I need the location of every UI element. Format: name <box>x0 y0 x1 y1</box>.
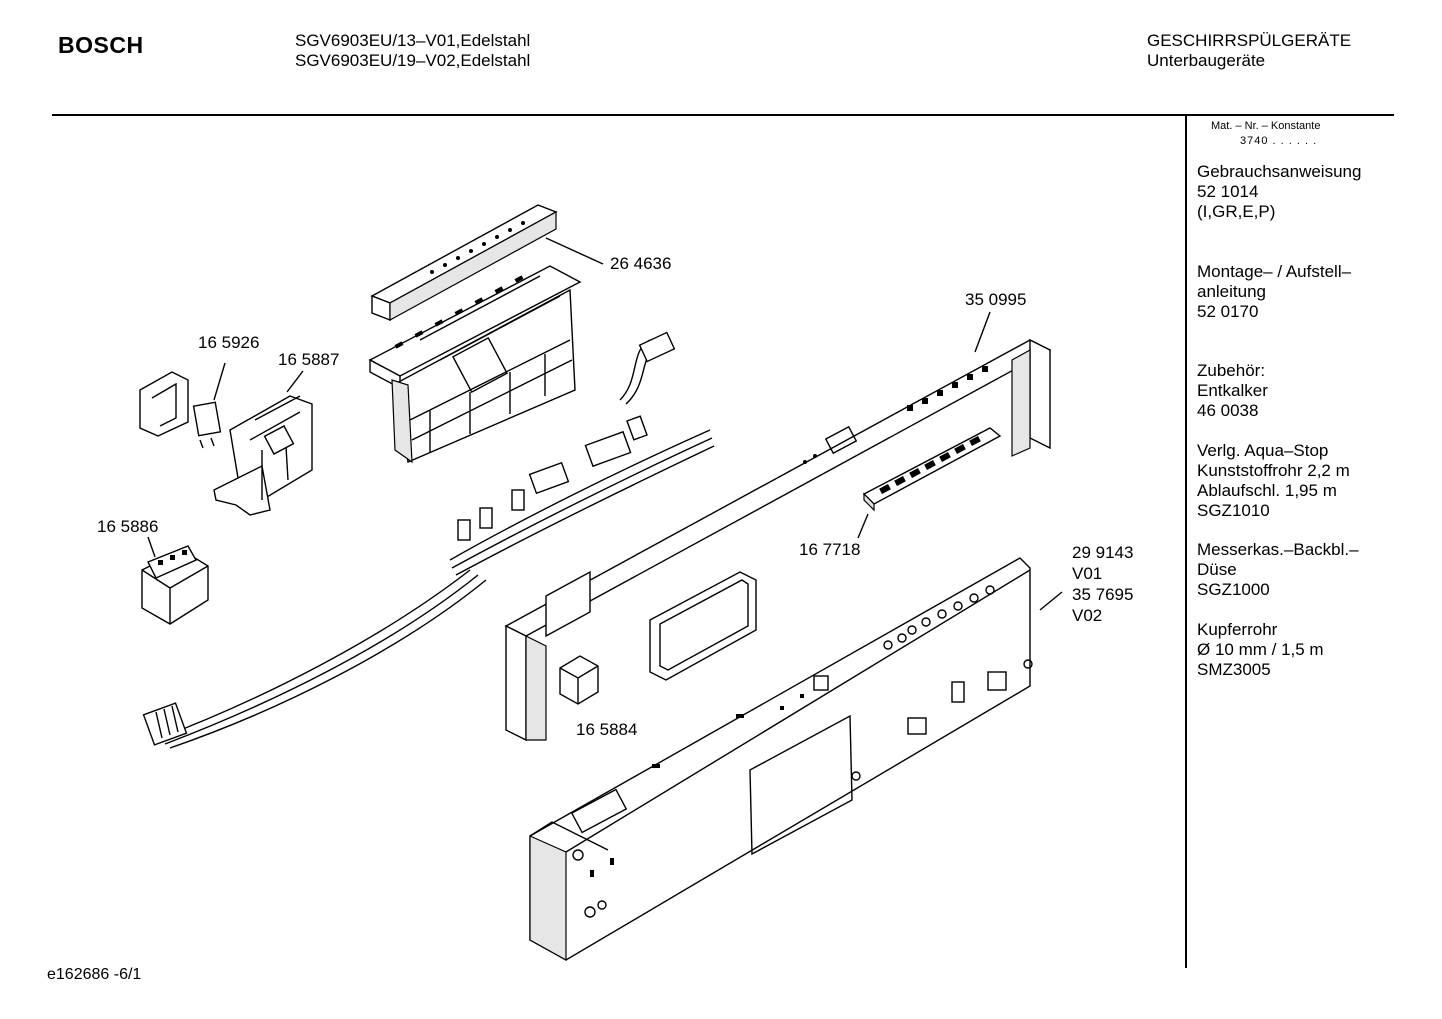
model-line-1: SGV6903EU/13–V01,Edelstahl <box>295 31 531 50</box>
part-number-264636: 26 4636 <box>610 254 672 273</box>
sidebar-line: 46 0038 <box>1197 401 1259 420</box>
relay-cover-part <box>139 371 189 437</box>
part-number-165884: 16 5884 <box>576 720 638 739</box>
handle-recess-part <box>649 571 757 681</box>
konstante-label: Mat. – Nr. – Konstante <box>1211 120 1321 132</box>
electronic-module-part <box>368 265 582 464</box>
leader-165887 <box>286 370 304 393</box>
connector-block-part <box>141 545 209 625</box>
control-panel-housing-part <box>529 557 1033 962</box>
konstante-value: 3740 . . . . . . <box>1240 135 1318 147</box>
sidebar-line: Düse <box>1197 560 1237 579</box>
sidebar-block-aquastop: Verlg. Aqua–Stop Kunststoffrohr 2,2 m Ab… <box>1197 441 1350 521</box>
small-block-part <box>559 655 599 705</box>
sidebar-line: Ø 10 mm / 1,5 m <box>1197 640 1324 659</box>
leader-165886 <box>147 536 156 558</box>
key-strip-part <box>862 427 1002 512</box>
sidebar-block-nozzle: Messerkas.–Backbl.– Düse SGZ1000 <box>1197 540 1359 600</box>
category-title: GESCHIRRSPÜLGERÄTE <box>1147 31 1352 50</box>
sidebar-block-copper-pipe: Kupferrohr Ø 10 mm / 1,5 m SMZ3005 <box>1197 620 1324 680</box>
leader-350995 <box>974 311 991 353</box>
drawing-code: e162686 -6/1 <box>47 966 142 983</box>
sidebar-line: SMZ3005 <box>1197 660 1271 679</box>
sidebar-line: Verlg. Aqua–Stop <box>1197 441 1329 460</box>
model-line-2: SGV6903EU/19–V02,Edelstahl <box>295 51 531 70</box>
part-number-167718: 16 7718 <box>799 540 861 559</box>
sidebar-line: SGZ1010 <box>1197 501 1270 520</box>
subcategory-title: Unterbaugeräte <box>1147 51 1266 70</box>
variant-v02: V02 <box>1072 606 1103 625</box>
sidebar-line: (I,GR,E,P) <box>1197 202 1276 221</box>
relay-part <box>192 401 222 449</box>
sidebar-divider <box>1185 116 1187 968</box>
sidebar-line: 52 0170 <box>1197 302 1259 321</box>
sidebar-line: SGZ1000 <box>1197 580 1270 599</box>
wiring-harness-part <box>142 331 715 749</box>
leader-167718 <box>857 513 869 539</box>
sidebar-line: Kupferrohr <box>1197 620 1278 639</box>
part-number-165926: 16 5926 <box>198 333 260 352</box>
leader-165926 <box>213 362 226 401</box>
sidebar-line: Zubehör: <box>1197 361 1266 380</box>
sidebar-line: anleitung <box>1197 282 1267 301</box>
part-number-350995: 35 0995 <box>965 290 1027 309</box>
front-panel-frame-part <box>504 338 1052 742</box>
brand-logo: BOSCH <box>58 32 144 58</box>
bracket-part <box>213 395 313 516</box>
part-number-299143: 29 9143 <box>1072 543 1134 562</box>
sidebar-line: Ablaufschl. 1,95 m <box>1197 481 1337 500</box>
sidebar-line: Montage– / Aufstell– <box>1197 262 1352 281</box>
part-number-357695: 35 7695 <box>1072 585 1134 604</box>
sidebar-block-installation: Montage– / Aufstell– anleitung 52 0170 <box>1197 262 1351 322</box>
part-number-165887: 16 5887 <box>278 350 340 369</box>
sidebar-block-accessory: Zubehör: Entkalker 46 0038 <box>1197 361 1268 421</box>
sidebar-line: Entkalker <box>1197 381 1268 400</box>
part-number-165886: 16 5886 <box>97 517 159 536</box>
leader-299143 <box>1039 591 1063 611</box>
sidebar-line: 52 1014 <box>1197 182 1259 201</box>
sidebar-block-manual: Gebrauchsanweisung 52 1014 (I,GR,E,P) <box>1197 162 1361 222</box>
sidebar-line: Messerkas.–Backbl.– <box>1197 540 1359 559</box>
header-divider <box>52 114 1394 116</box>
sidebar-line: Gebrauchsanweisung <box>1197 162 1362 181</box>
leader-264636 <box>545 237 604 265</box>
button-strip-part <box>370 204 558 322</box>
variant-v01: V01 <box>1072 564 1103 583</box>
sidebar-line: Kunststoffrohr 2,2 m <box>1197 461 1350 480</box>
